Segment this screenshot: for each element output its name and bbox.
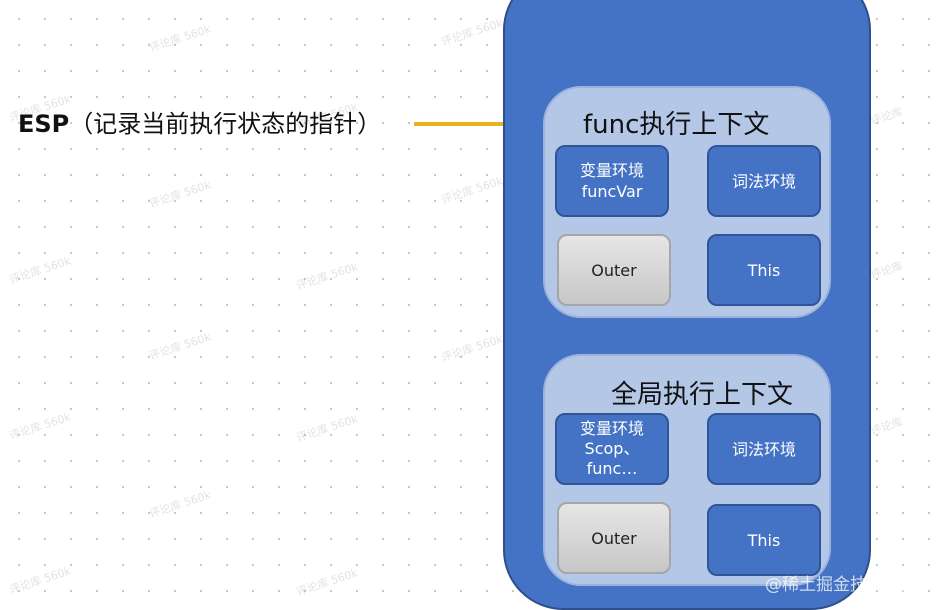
watermark: 评论库 560k (439, 174, 505, 207)
watermark: 评论库 560k (147, 330, 213, 363)
func-context-title: func执行上下文 (583, 110, 770, 140)
esp-description: （记录当前执行状态的指针） (69, 110, 382, 138)
watermark: 评论库 (868, 259, 905, 282)
func-execution-context: func执行上下文 变量环境 funcVar 词法环境 Outer This (543, 86, 831, 318)
global-this: This (707, 504, 821, 576)
watermark: 评论库 (868, 105, 905, 128)
watermark: 评论库 560k (294, 566, 360, 599)
lexical-env-label: 词法环境 (731, 171, 796, 191)
func-lexical-environment: 词法环境 (707, 145, 821, 217)
variable-env-label: 变量环境 (579, 419, 644, 438)
lexical-env-label: 词法环境 (731, 439, 796, 459)
watermark: 评论库 560k (7, 254, 73, 287)
func-outer: Outer (557, 234, 671, 306)
cropped-heading (0, 0, 180, 8)
outer-label: Outer (591, 528, 637, 548)
global-lexical-environment: 词法环境 (707, 413, 821, 485)
global-outer: Outer (557, 502, 671, 574)
global-context-title: 全局执行上下文 (611, 380, 794, 410)
watermark: 评论库 560k (7, 564, 73, 597)
esp-name: ESP (18, 110, 70, 138)
watermark: 评论库 560k (294, 260, 360, 293)
watermark: 评论库 560k (147, 22, 213, 55)
this-label: This (747, 260, 781, 280)
watermark: 评论库 560k (439, 332, 505, 365)
variable-env-label: 变量环境 (579, 161, 644, 180)
outer-label: Outer (591, 260, 637, 280)
global-variable-environment: 变量环境 Scop、 func… (555, 413, 669, 485)
this-label: This (747, 530, 781, 550)
watermark: 评论库 560k (147, 178, 213, 211)
func-this: This (707, 234, 821, 306)
variable-env-value: funcVar (581, 182, 643, 201)
watermark: 评论库 560k (147, 488, 213, 521)
global-execution-context: 全局执行上下文 变量环境 Scop、 func… 词法环境 Outer This (543, 354, 831, 586)
watermark: 评论库 560k (439, 16, 505, 49)
watermark: 评论库 (868, 415, 905, 438)
watermark: 评论库 560k (294, 412, 360, 445)
variable-env-value: func… (586, 459, 638, 478)
source-watermark: @稀土掘金技术社区 (765, 575, 918, 595)
watermark: 评论库 560k (7, 410, 73, 443)
variable-env-value: Scop、 (584, 439, 640, 458)
func-variable-environment: 变量环境 funcVar (555, 145, 669, 217)
esp-pointer-label: ESP（记录当前执行状态的指针） (18, 104, 381, 139)
